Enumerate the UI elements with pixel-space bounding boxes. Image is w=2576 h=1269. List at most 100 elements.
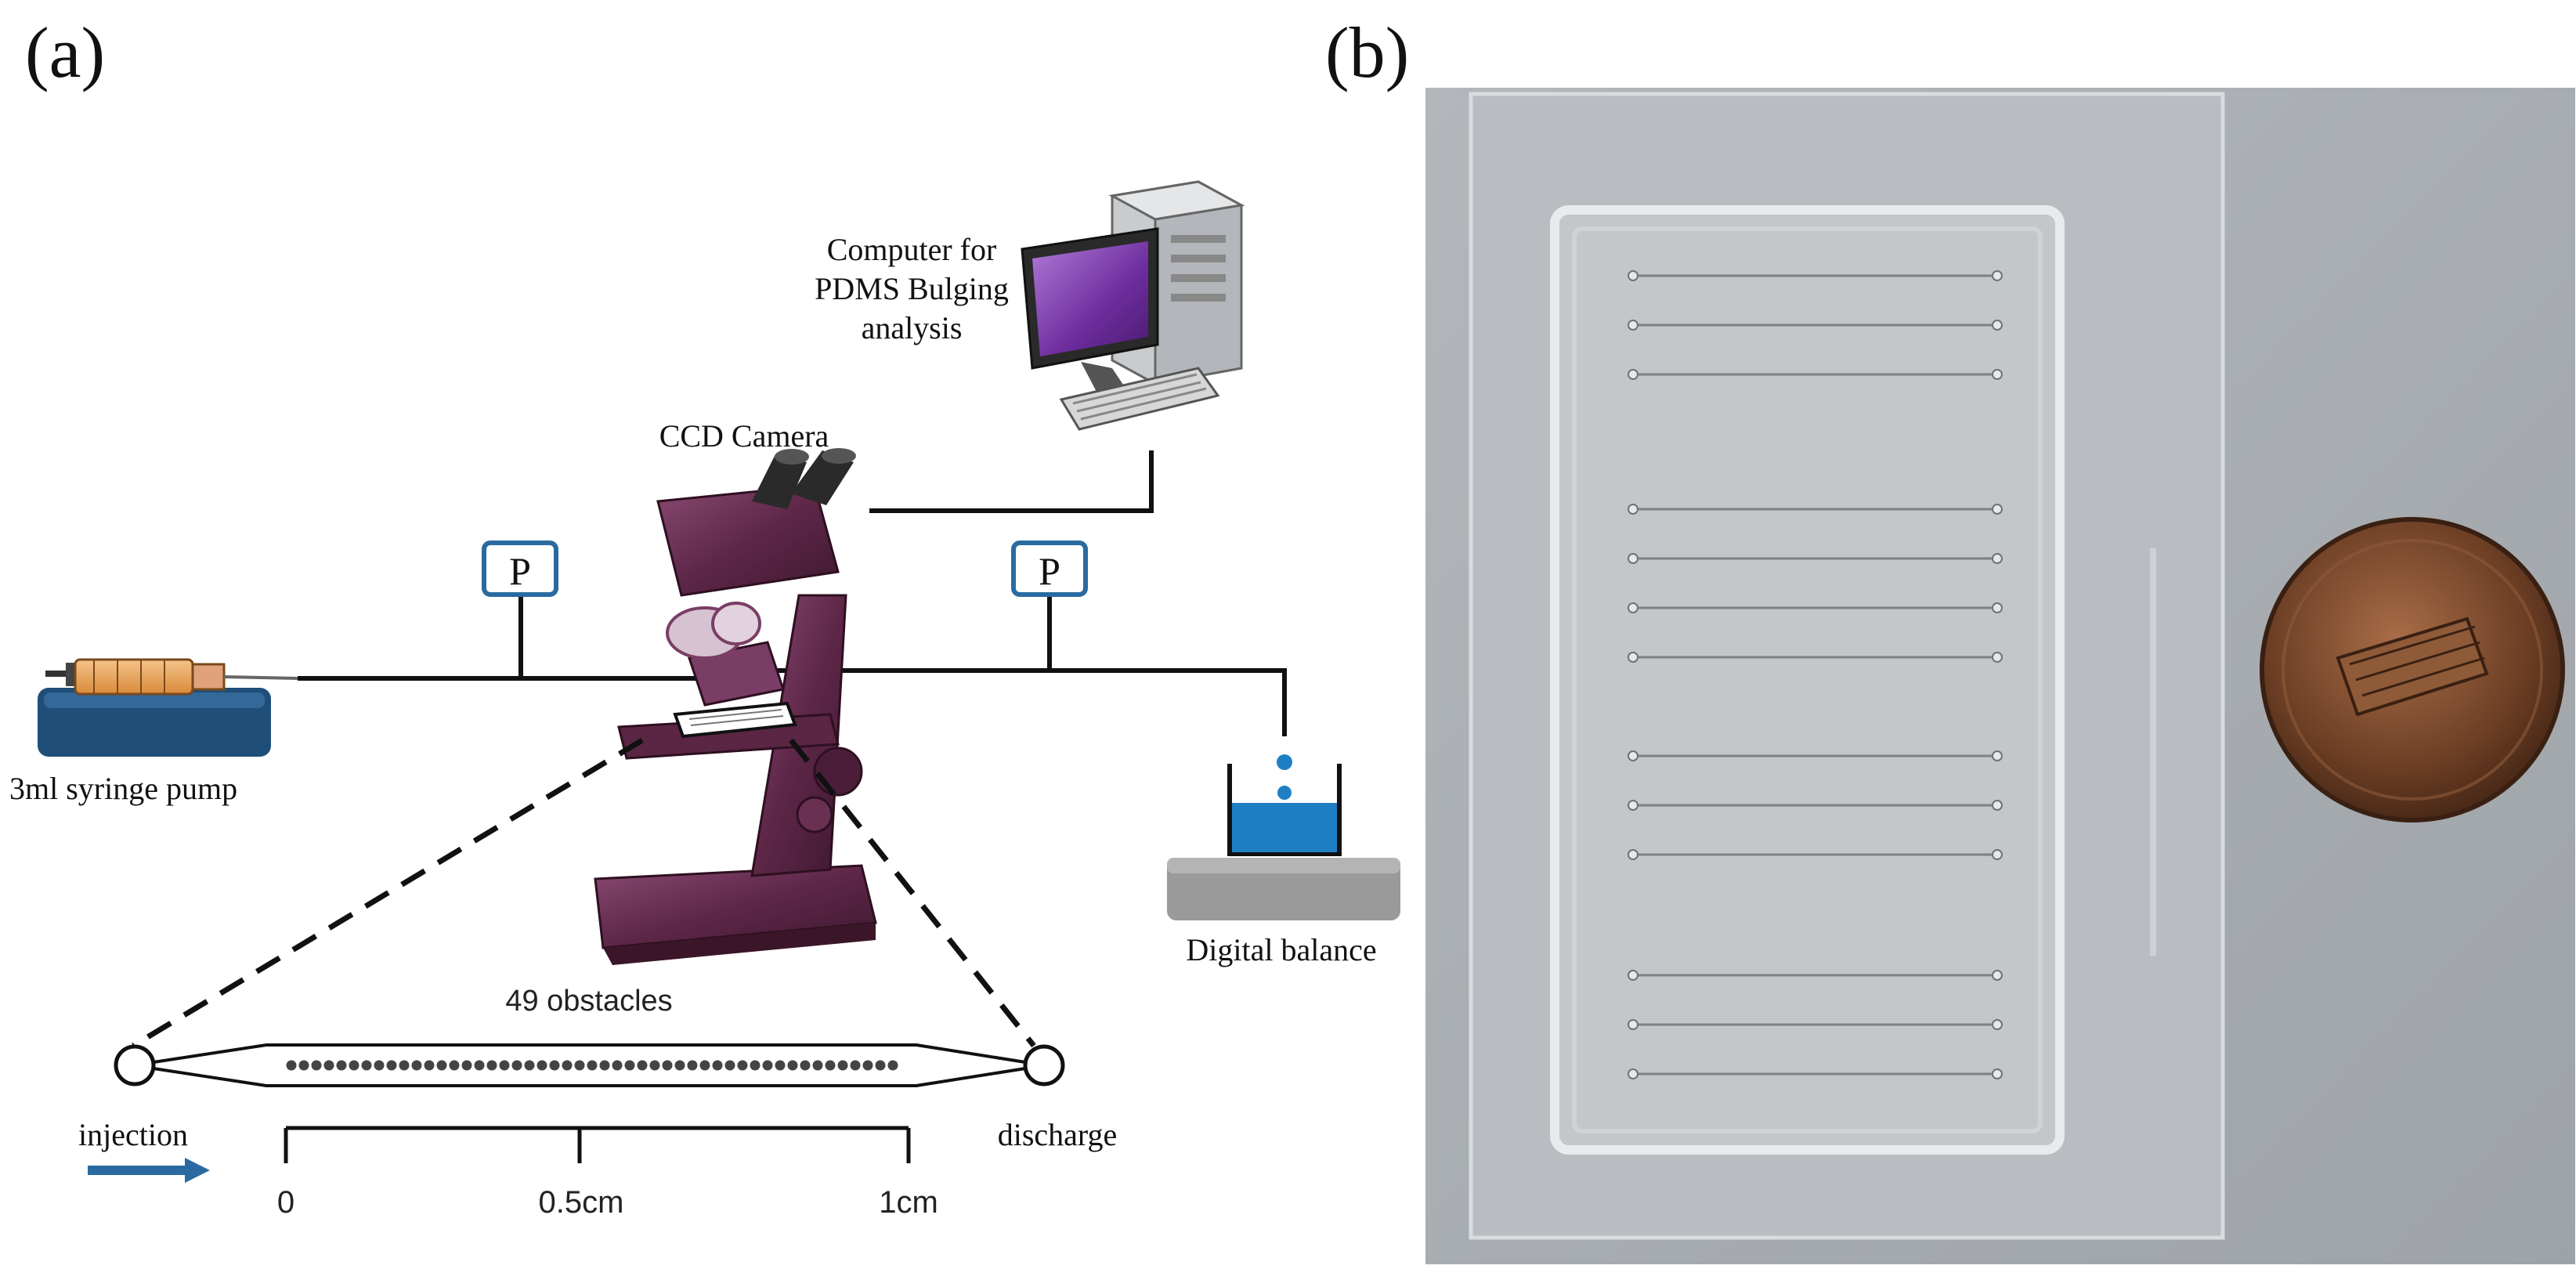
- obstacle: [687, 1060, 698, 1071]
- obstacle: [411, 1060, 422, 1071]
- microscope-icon: [594, 448, 877, 965]
- right-pressure-gauge: P: [1011, 540, 1088, 597]
- panel-a-label: (a): [25, 13, 105, 92]
- obstacle: [549, 1060, 560, 1071]
- obstacle: [649, 1060, 660, 1071]
- channel-port: [1992, 970, 2003, 981]
- obstacle: [436, 1060, 447, 1071]
- obstacle: [298, 1060, 309, 1071]
- injection-arrow-icon: [88, 1158, 210, 1183]
- obstacle: [762, 1060, 773, 1071]
- obstacle: [311, 1060, 322, 1071]
- obstacle: [374, 1060, 385, 1071]
- channel-port: [1628, 849, 1638, 860]
- obstacle: [662, 1060, 673, 1071]
- digital-balance-icon: [1167, 858, 1400, 920]
- obstacle: [524, 1060, 535, 1071]
- camera-label: CCD Camera: [659, 418, 829, 454]
- left-pressure-gauge: P: [482, 540, 558, 597]
- channel-port: [1992, 849, 2003, 860]
- channel-port: [1628, 504, 1638, 515]
- channel-port: [1628, 553, 1638, 564]
- pump-label: 3ml syringe pump: [9, 771, 237, 806]
- obstacle: [587, 1060, 598, 1071]
- beaker-icon: [1227, 754, 1342, 856]
- obstacle: [800, 1060, 811, 1071]
- obstacle: [449, 1060, 460, 1071]
- obstacle: [511, 1060, 522, 1071]
- obstacle: [424, 1060, 435, 1071]
- scale-tick-0: 0: [277, 1185, 294, 1220]
- obstacle: [574, 1060, 585, 1071]
- obstacle: [537, 1060, 547, 1071]
- photo-channels: [1628, 270, 2003, 1079]
- computer-icon: [1021, 180, 1245, 431]
- panel-b-label: (b): [1325, 13, 1409, 92]
- obstacle: [837, 1060, 848, 1071]
- channel-port: [1992, 320, 2003, 331]
- channel-port: [1992, 1019, 2003, 1030]
- obstacle: [386, 1060, 397, 1071]
- obstacle: [887, 1060, 898, 1071]
- device-photo: [1425, 88, 2575, 1264]
- obstacle-row: [286, 1060, 898, 1071]
- zoom-line-right: [789, 738, 1036, 1048]
- channel-port: [1992, 750, 2003, 761]
- channel-port: [1992, 602, 2003, 613]
- balance-label: Digital balance: [1186, 932, 1376, 967]
- right-pressure-label: P: [1039, 549, 1060, 593]
- left-pressure-label: P: [509, 549, 531, 593]
- obstacle: [286, 1060, 297, 1071]
- obstacle: [775, 1060, 786, 1071]
- obstacle: [461, 1060, 472, 1071]
- obstacle: [486, 1060, 497, 1071]
- obstacle: [699, 1060, 710, 1071]
- obstacle: [712, 1060, 723, 1071]
- channel-port: [1628, 750, 1638, 761]
- channel-port: [1992, 800, 2003, 811]
- computer-label-line-3: analysis: [862, 310, 963, 345]
- obstacle: [875, 1060, 886, 1071]
- outlet-port: [1023, 1044, 1065, 1086]
- panel-b: (b): [1325, 13, 2575, 1264]
- syringe-pump-icon: [38, 658, 298, 757]
- obstacle: [612, 1060, 623, 1071]
- channel-schematic: [114, 1043, 1065, 1087]
- channel-port: [1628, 369, 1638, 380]
- obstacles-label: 49 obstacles: [505, 985, 672, 1018]
- obstacle: [724, 1060, 735, 1071]
- injection-label: injection: [78, 1117, 188, 1152]
- obstacle: [562, 1060, 573, 1071]
- channel-port: [1628, 800, 1638, 811]
- channel-port: [1992, 369, 2003, 380]
- channel-port: [1628, 1019, 1638, 1030]
- obstacle: [499, 1060, 510, 1071]
- inlet-port: [114, 1044, 156, 1086]
- obstacle: [474, 1060, 485, 1071]
- obstacle: [323, 1060, 334, 1071]
- microfluidic-chip-icon: [673, 701, 797, 739]
- panel-a: (a) Computer for PDMS Bulging analysis C…: [9, 13, 1400, 1220]
- channel-port: [1628, 652, 1638, 663]
- pdms-block: [1550, 205, 2065, 1155]
- channel-port: [1992, 270, 2003, 281]
- computer-label-line-1: Computer for: [827, 232, 997, 267]
- channel-outline: [153, 1043, 1026, 1087]
- obstacle: [599, 1060, 610, 1071]
- channel-port: [1628, 270, 1638, 281]
- obstacle: [750, 1060, 761, 1071]
- obstacle: [674, 1060, 685, 1071]
- obstacle: [825, 1060, 836, 1071]
- channel-port: [1628, 1068, 1638, 1079]
- obstacle: [336, 1060, 347, 1071]
- obstacle: [637, 1060, 648, 1071]
- penny-coin-icon: [2260, 517, 2565, 822]
- channel-port: [1628, 602, 1638, 613]
- obstacle: [812, 1060, 823, 1071]
- discharge-label: discharge: [998, 1117, 1118, 1152]
- obstacle: [850, 1060, 861, 1071]
- scale-bar: 0 0.5cm 1cm: [277, 1126, 938, 1220]
- obstacle: [399, 1060, 410, 1071]
- channel-port: [1992, 504, 2003, 515]
